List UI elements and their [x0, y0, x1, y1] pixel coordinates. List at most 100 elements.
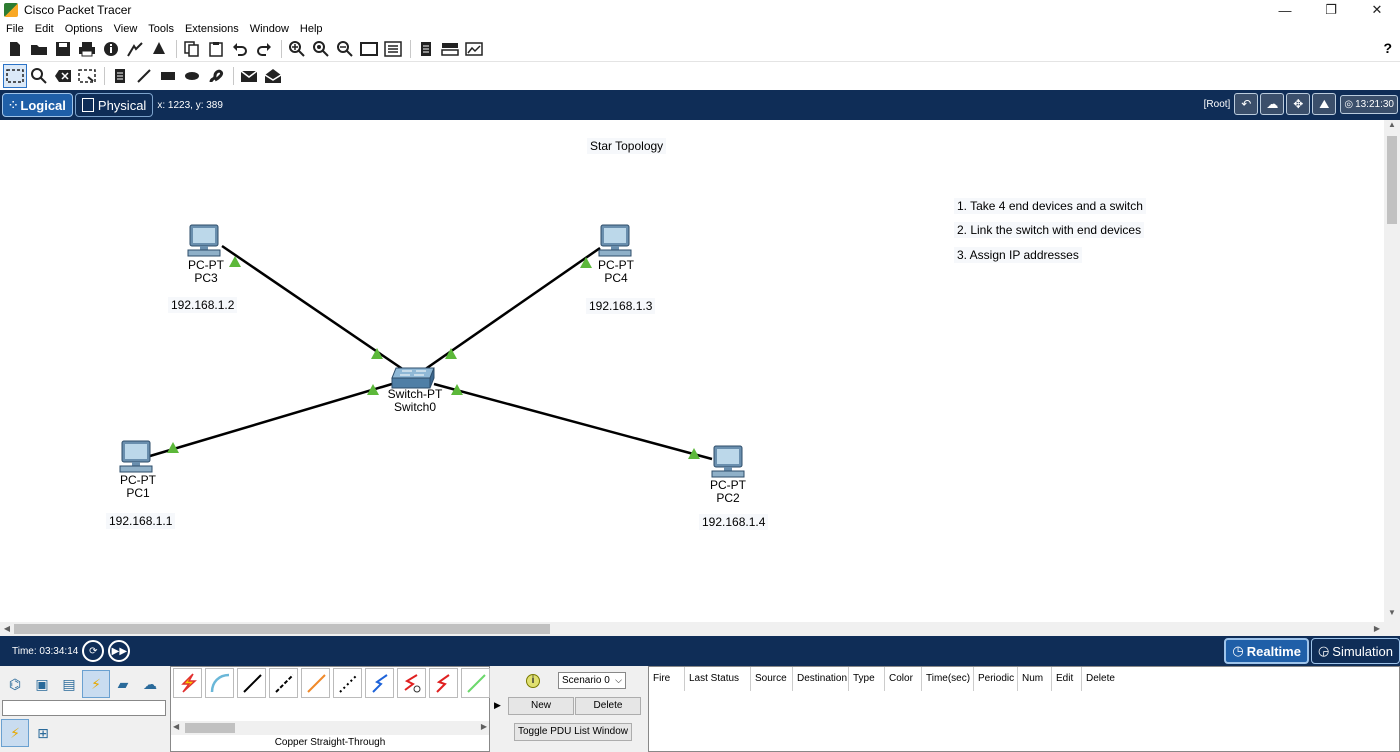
column-source[interactable]: Source [751, 667, 793, 691]
menu-view[interactable]: View [113, 22, 138, 35]
activity-wizard-icon[interactable] [148, 38, 170, 60]
scroll-down-icon[interactable]: ▼ [1388, 608, 1396, 617]
column-color[interactable]: Color [885, 667, 922, 691]
link-pc4-switch0[interactable] [423, 246, 601, 372]
miscellaneous-icon[interactable]: ▰ [117, 675, 129, 692]
inspect-tool-icon[interactable] [28, 65, 50, 87]
info-icon[interactable] [100, 38, 122, 60]
connections-subcategory-icon[interactable]: ⚡ [1, 719, 29, 747]
connections-icon[interactable]: ⚡ [82, 670, 110, 698]
pc2-label[interactable]: PC-PT PC2 [708, 479, 748, 505]
save-icon[interactable] [52, 38, 74, 60]
end-devices-icon[interactable]: ▣ [35, 675, 49, 692]
pc3-ip-note[interactable]: 192.168.1.2 [168, 297, 238, 313]
switch0-label[interactable]: Switch-PT Switch0 [386, 388, 444, 414]
power-cycle-icon[interactable]: ⟳ [82, 640, 105, 662]
draw-ellipse-icon[interactable] [181, 65, 203, 87]
column-destination[interactable]: Destination [793, 667, 849, 691]
components-icon[interactable]: ▤ [62, 675, 76, 692]
serial-dce-icon[interactable] [397, 668, 426, 698]
simulation-mode-button[interactable]: ◶ Simulation [1310, 638, 1400, 664]
menu-file[interactable]: File [6, 22, 24, 35]
pc1-label[interactable]: PC-PT PC1 [118, 474, 158, 500]
pc2-device-icon[interactable] [710, 445, 746, 479]
multiuser-connection-icon[interactable]: ☁ [143, 675, 157, 692]
cable-scroll-thumb[interactable] [185, 723, 235, 733]
coaxial-cable-icon[interactable] [365, 668, 394, 698]
network-wizard-icon[interactable] [124, 38, 146, 60]
set-background-icon[interactable]: ⛰ [1312, 93, 1337, 115]
console-cable-icon[interactable] [205, 668, 234, 698]
delete-scenario-button[interactable]: Delete [575, 697, 641, 715]
scroll-right-icon[interactable]: ▶ [1373, 624, 1381, 633]
zoom-in-icon[interactable] [286, 38, 308, 60]
copper-straight-through-icon[interactable] [237, 668, 266, 698]
pc1-device-icon[interactable] [118, 440, 154, 474]
topology-title-note[interactable]: Star Topology [587, 138, 667, 154]
pc4-ip-note[interactable]: 192.168.1.3 [586, 298, 656, 314]
pc4-label[interactable]: PC-PT PC4 [596, 259, 636, 285]
zoom-reset-icon[interactable] [310, 38, 332, 60]
menu-window[interactable]: Window [249, 22, 289, 35]
scenario-select[interactable]: Scenario 0 ⌵ [558, 672, 626, 689]
fiber-cable-icon[interactable] [301, 668, 330, 698]
link-pc3-switch0[interactable] [221, 244, 405, 372]
undo-icon[interactable] [229, 38, 251, 60]
menu-tools[interactable]: Tools [148, 22, 174, 35]
tab-physical[interactable]: Physical [74, 93, 154, 117]
horizontal-scroll-thumb[interactable] [14, 624, 550, 634]
step-note-2[interactable]: 2. Link the switch with end devices [954, 222, 1145, 238]
draw-rectangle-icon[interactable] [157, 65, 179, 87]
column-type[interactable]: Type [849, 667, 885, 691]
cable-list-scrollbar[interactable]: ◀ ▶ [171, 721, 489, 735]
drawing-palette-icon[interactable] [358, 38, 380, 60]
redo-icon[interactable] [253, 38, 275, 60]
device-template-icon[interactable] [439, 38, 461, 60]
column-last-status[interactable]: Last Status [685, 667, 751, 691]
column-fire[interactable]: Fire [649, 667, 685, 691]
print-icon[interactable] [76, 38, 98, 60]
step-note-3[interactable]: 3. Assign IP addresses [954, 247, 1082, 263]
scroll-up-icon[interactable]: ▲ [1388, 120, 1396, 129]
draw-line-icon[interactable] [133, 65, 155, 87]
back-arrow-icon[interactable]: ↶ [1234, 93, 1259, 115]
zoom-out-icon[interactable] [334, 38, 356, 60]
paste-icon[interactable] [205, 38, 227, 60]
delete-tool-icon[interactable] [52, 65, 74, 87]
column-edit[interactable]: Edit [1052, 667, 1082, 691]
restore-button[interactable]: ❐ [1325, 2, 1337, 17]
menu-edit[interactable]: Edit [34, 22, 54, 35]
column-periodic[interactable]: Periodic [974, 667, 1018, 691]
toggle-pdu-list-button[interactable]: Toggle PDU List Window [514, 723, 632, 741]
logical-workspace-canvas[interactable]: Star Topology 1. Take 4 end devices and … [0, 120, 1384, 622]
custom-device-dialog-icon[interactable] [382, 38, 404, 60]
menu-help[interactable]: Help [299, 22, 323, 35]
new-scenario-button[interactable]: New [508, 697, 574, 715]
column-delete[interactable]: Delete [1086, 673, 1115, 684]
copy-icon[interactable] [181, 38, 203, 60]
copper-cross-over-icon[interactable] [269, 668, 298, 698]
open-folder-icon[interactable] [28, 38, 50, 60]
grid-subcategory-icon[interactable]: ⊞ [37, 724, 49, 741]
physical-view-icon[interactable] [463, 38, 485, 60]
column-num[interactable]: Num [1018, 667, 1052, 691]
notes-icon[interactable] [415, 38, 437, 60]
menu-extensions[interactable]: Extensions [184, 22, 239, 35]
tab-logical[interactable]: ⁘ Logical [2, 93, 73, 117]
link-pc1-switch0[interactable] [149, 382, 393, 458]
realtime-mode-button[interactable]: ◷ Realtime [1224, 638, 1309, 664]
new-file-icon[interactable] [4, 38, 26, 60]
link-pc2-switch0[interactable] [433, 382, 713, 461]
pc2-ip-note[interactable]: 192.168.1.4 [699, 514, 769, 530]
serial-dte-icon[interactable] [429, 668, 458, 698]
vertical-scroll-thumb[interactable] [1387, 136, 1397, 224]
minimize-button[interactable]: — [1278, 2, 1292, 18]
pc3-device-icon[interactable] [186, 224, 222, 258]
automatic-connection-icon[interactable] [173, 668, 202, 698]
network-devices-icon[interactable]: ⌬ [8, 675, 22, 692]
scroll-right-icon[interactable]: ▶ [480, 722, 487, 731]
resize-shape-icon[interactable] [76, 65, 98, 87]
help-button[interactable]: ? [1383, 40, 1392, 56]
scroll-left-icon[interactable]: ◀ [173, 722, 180, 731]
canvas-vertical-scrollbar[interactable]: ▲ ▼ [1384, 120, 1400, 622]
